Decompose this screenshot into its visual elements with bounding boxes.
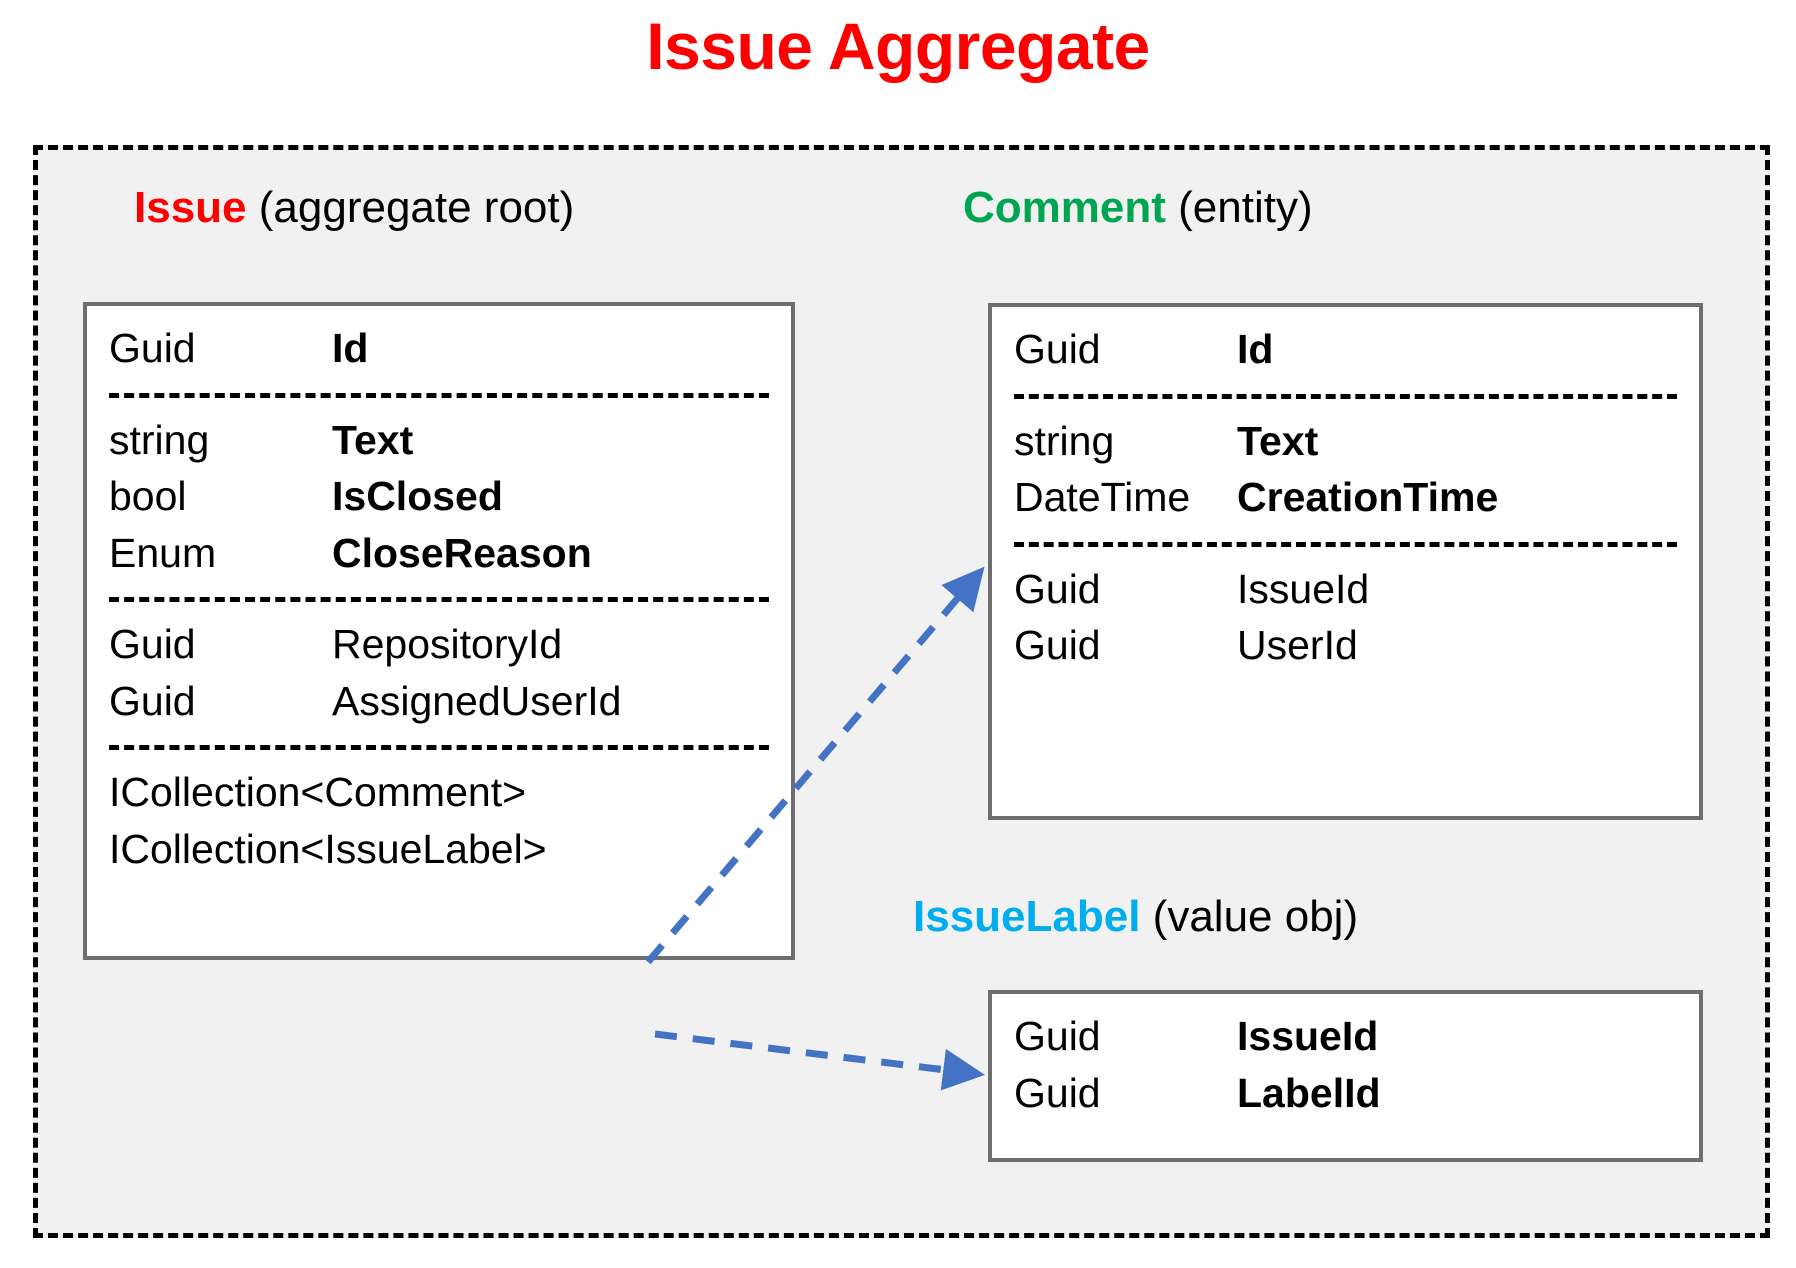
page-title: Issue Aggregate [646,9,1150,83]
field-row: Guid Id [992,321,1699,378]
field-row: ICollection<Comment> [87,764,791,821]
field-row: Guid IssueId [992,561,1699,618]
field-separator [1014,393,1677,399]
field-type: Guid [1014,622,1101,669]
field-name: Text [1237,417,1319,464]
field-name: CreationTime [1237,474,1499,521]
field-type: Guid [109,621,196,668]
field-row: DateTime CreationTime [992,469,1699,526]
issuelabel-entity-header: IssueLabel (value obj) [913,895,1358,939]
field-type: string [1014,417,1115,464]
field-row: ICollection<IssueLabel> [87,821,791,878]
comment-stereotype: (entity) [1178,183,1313,232]
field-type: ICollection<Comment> [109,769,527,816]
field-row: bool IsClosed [87,468,791,525]
field-type: bool [109,473,187,520]
field-name: IsClosed [332,473,503,520]
field-type: Guid [1014,565,1101,612]
issuelabel-stereotype: (value obj) [1152,892,1359,941]
comment-type-name: Comment [963,183,1166,232]
field-name: CloseReason [332,529,592,576]
field-separator [109,745,769,751]
field-row: string Text [992,413,1699,470]
field-type: Guid [1014,326,1101,372]
field-separator [1014,541,1677,547]
field-row: Guid IssueId [992,1008,1699,1065]
field-name: UserId [1237,622,1358,669]
field-row: Enum CloseReason [87,525,791,582]
field-type: string [109,416,210,463]
field-name: IssueId [1237,1013,1379,1059]
field-row: Guid RepositoryId [87,616,791,673]
issue-entity-header: Issue (aggregate root) [134,186,574,230]
field-row: Guid UserId [992,617,1699,674]
field-separator [109,597,769,603]
field-name: RepositoryId [332,621,563,668]
field-row: Guid LabelId [992,1065,1699,1122]
field-type: ICollection<IssueLabel> [109,826,547,873]
field-row: Guid Id [87,320,791,377]
field-type: Guid [109,325,196,371]
issuelabel-type-name: IssueLabel [913,892,1141,941]
comment-entity-header: Comment (entity) [963,186,1313,230]
field-type: Guid [109,677,196,724]
field-name: Id [332,325,369,371]
field-row: string Text [87,412,791,469]
field-type: Guid [1014,1069,1101,1116]
issue-type-name: Issue [134,183,247,232]
field-type: Guid [1014,1013,1101,1059]
field-separator [109,392,769,398]
issue-stereotype: (aggregate root) [258,183,575,232]
field-name: Text [332,416,414,463]
field-row: Guid AssignedUserId [87,673,791,730]
field-name: AssignedUserId [332,677,622,724]
field-type: Enum [109,529,217,576]
field-name: LabelId [1237,1069,1381,1116]
field-name: Id [1237,326,1274,372]
field-type: DateTime [1014,474,1191,521]
field-name: IssueId [1237,565,1370,612]
